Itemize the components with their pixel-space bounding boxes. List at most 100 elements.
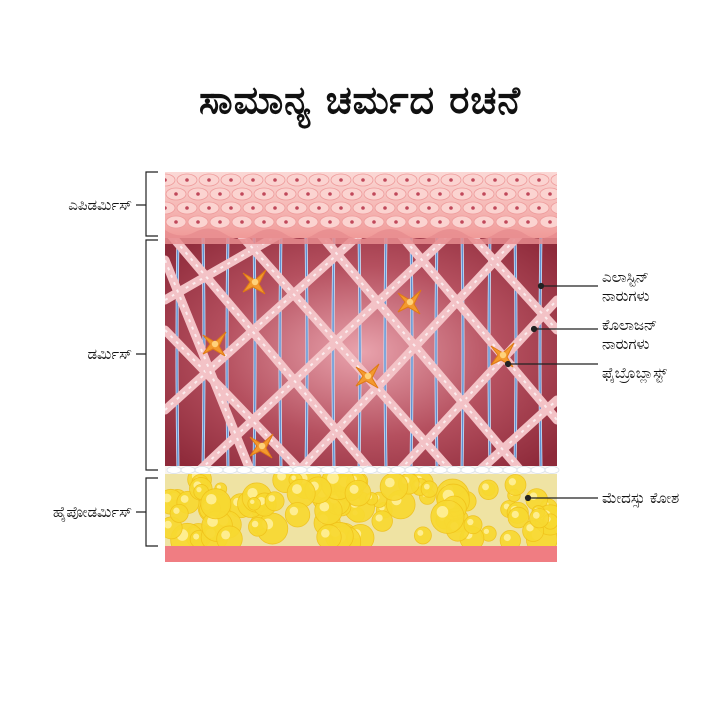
epidermis-cell-nucleus xyxy=(165,178,167,182)
fat-cell-highlight xyxy=(423,483,430,490)
collagen-fiber-texture xyxy=(169,234,371,470)
collagen-fiber-texture xyxy=(399,299,557,470)
epidermis-cell-nucleus xyxy=(471,178,475,182)
collagen-fiber-texture xyxy=(165,234,361,411)
elastin-fiber xyxy=(358,234,361,470)
epidermis-cell xyxy=(550,174,557,186)
label-dermis: ಡರ್ಮಿಸ್ xyxy=(87,345,133,363)
fibroblast-nucleus xyxy=(364,372,372,380)
epidermis-cell-nucleus xyxy=(493,206,497,210)
fat-cell-highlight xyxy=(247,487,258,499)
fat-cell-highlight xyxy=(206,493,217,505)
epidermis-cell-nucleus xyxy=(383,178,387,182)
fat-cell xyxy=(344,479,372,507)
boundary-cell xyxy=(432,466,448,474)
boundary-cell xyxy=(278,466,294,474)
collagen-fiber-texture xyxy=(165,329,301,470)
epidermis-cell-nucleus xyxy=(350,192,354,196)
epidermis-cell-nucleus xyxy=(383,206,387,210)
label-fat-cells: ಮೇದಸ್ಸು ಕೋಶ xyxy=(602,489,680,507)
boundary-cell xyxy=(390,466,406,474)
epidermis-cell-nucleus xyxy=(165,206,167,210)
fat-cell xyxy=(463,515,483,535)
collagen-fiber-texture xyxy=(299,234,521,470)
boundary-cell xyxy=(208,466,224,474)
epidermis-cell-nucleus xyxy=(394,220,398,224)
epidermis-cell-nucleus xyxy=(196,192,200,196)
collagen-fiber-texture xyxy=(199,234,451,470)
label-collagen-line2: ನಾರುಗಳು xyxy=(602,335,650,353)
boundary-cell xyxy=(236,466,252,474)
dermis-bracket xyxy=(136,239,158,471)
boundary-cell xyxy=(348,466,364,474)
label-collagen-fibers: ಕೊಲಾಜನ್ ನಾರುಗಳು xyxy=(602,316,657,354)
epidermis-cell-nucleus xyxy=(482,192,486,196)
epidermis-cell-nucleus xyxy=(240,192,244,196)
epidermis-cell-nucleus xyxy=(240,220,244,224)
collagen-fiber-texture xyxy=(469,234,557,331)
label-collagen-line1: ಕೊಲಾಜನ್ xyxy=(602,316,658,334)
boundary-cell xyxy=(446,466,462,474)
collagen-fiber-texture xyxy=(165,259,251,470)
fat-cells xyxy=(165,474,557,546)
boundary-cell xyxy=(474,466,490,474)
boundary-cell xyxy=(334,466,350,474)
boundary-cell xyxy=(376,466,392,474)
fat-cell-highlight xyxy=(321,529,330,538)
elastin-pointer-dot xyxy=(537,282,545,290)
epidermis-cell-nucleus xyxy=(438,192,442,196)
epidermis-cell-nucleus xyxy=(284,220,288,224)
collagen-fiber-texture xyxy=(479,399,557,470)
fibroblast-nucleus xyxy=(211,340,219,348)
epidermis-cell-nucleus xyxy=(449,178,453,182)
fat-cell-highlight xyxy=(180,495,189,503)
label-hypodermis: ಹೈಪೋಡರ್ಮಿಸ್ xyxy=(52,503,132,521)
boundary-cell xyxy=(516,466,532,474)
epidermis-cell-nucleus xyxy=(361,178,365,182)
boundary-cell xyxy=(264,466,280,474)
epidermis-cell-nucleus xyxy=(284,192,288,196)
epidermis-cell-nucleus xyxy=(207,178,211,182)
collagen-fiber-texture xyxy=(319,234,521,470)
fibroblast-nucleus xyxy=(406,298,414,306)
epidermis-cell-nucleus xyxy=(251,178,255,182)
epidermis-cell-nucleus xyxy=(218,220,222,224)
boundary-cell xyxy=(418,466,434,474)
boundary-cell xyxy=(544,466,560,474)
epidermis-cell-nucleus xyxy=(559,178,563,182)
fiber-network xyxy=(165,234,557,470)
epidermis-cell-nucleus xyxy=(273,206,277,210)
epidermis-cell-nucleus xyxy=(339,206,343,210)
epidermis-cell-nucleus xyxy=(504,220,508,224)
boundary-cell xyxy=(362,466,378,474)
fat-cell xyxy=(504,474,527,496)
epidermis-cell-nucleus xyxy=(504,192,508,196)
fat-cell-highlight xyxy=(319,501,330,512)
fat-cell xyxy=(379,474,409,501)
epidermis-cell-nucleus xyxy=(251,206,255,210)
boundary-cell xyxy=(404,466,420,474)
fibroblast-pointer-dot xyxy=(504,360,512,368)
fat-cell xyxy=(529,508,550,529)
epidermis-cell-nucleus xyxy=(449,206,453,210)
epidermis-cell xyxy=(165,201,176,215)
fat-cell xyxy=(264,491,285,512)
dermis-hypodermis-boundary xyxy=(165,466,560,475)
epidermis-cell-nucleus xyxy=(471,206,475,210)
epidermis-cell-nucleus xyxy=(174,220,178,224)
epidermis-cell-nucleus xyxy=(339,178,343,182)
boundary-cell xyxy=(460,466,476,474)
fat-cell-highlight xyxy=(503,533,511,542)
epidermis-cell-nucleus xyxy=(526,220,530,224)
epidermis-cell-nucleus xyxy=(427,178,431,182)
epidermis-cell-nucleus xyxy=(218,192,222,196)
epidermis-cell-nucleus xyxy=(405,178,409,182)
epidermis-bracket xyxy=(136,171,158,237)
boundary-cell xyxy=(250,466,266,474)
fibroblast-nucleus xyxy=(499,351,507,359)
epidermis-cell-nucleus xyxy=(262,192,266,196)
fat-cell xyxy=(430,499,465,534)
epidermis-cell-nucleus xyxy=(515,206,519,210)
